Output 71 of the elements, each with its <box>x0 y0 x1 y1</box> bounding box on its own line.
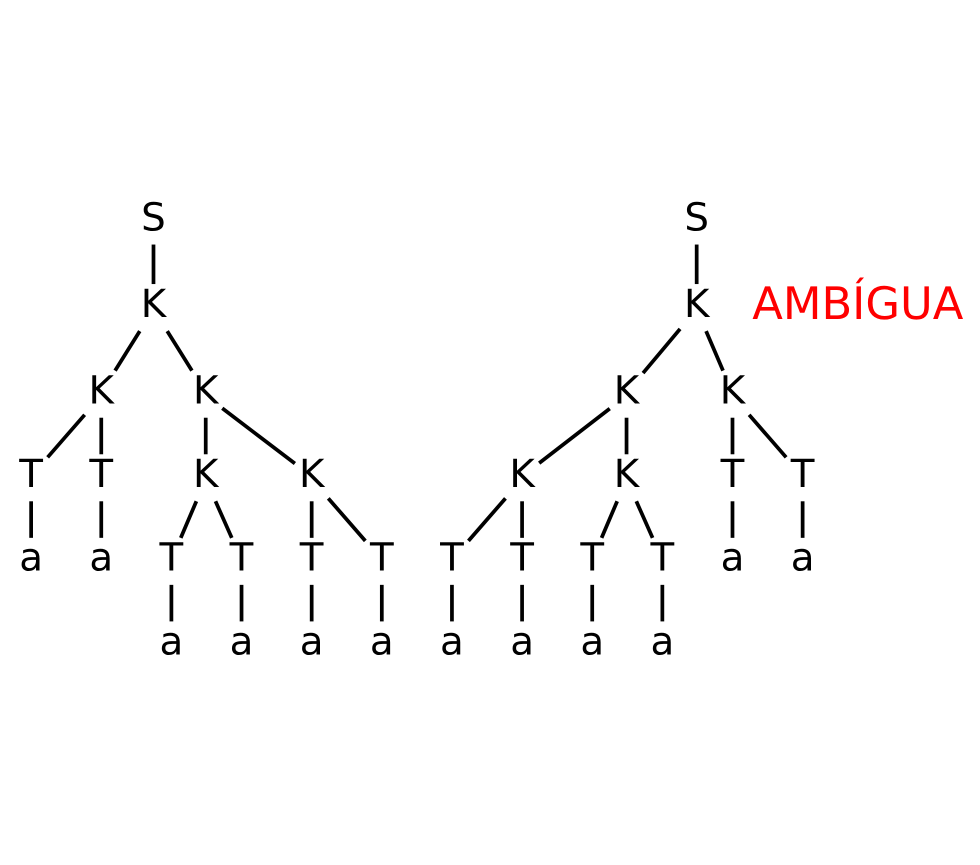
node-text: T <box>580 535 604 580</box>
node-text: K <box>614 452 640 497</box>
node-text: S <box>684 195 709 240</box>
connector <box>179 500 198 538</box>
connector <box>114 330 142 372</box>
node-text: K <box>193 452 218 497</box>
connector <box>240 584 244 621</box>
connector <box>600 500 619 538</box>
node-text: T <box>300 535 324 580</box>
node-text: K <box>720 368 746 414</box>
connector <box>166 330 194 372</box>
node-text: K <box>298 452 324 497</box>
connector <box>450 584 454 621</box>
node-text: a <box>300 618 324 664</box>
node-text: T <box>230 535 254 580</box>
connector <box>99 417 104 454</box>
node-text: T <box>19 452 43 497</box>
connector <box>748 413 788 458</box>
node-text: a <box>580 618 604 664</box>
connector <box>29 500 33 538</box>
connector <box>800 500 804 538</box>
connector <box>214 500 234 538</box>
connector <box>467 496 507 542</box>
connector <box>326 496 367 542</box>
connector <box>642 327 682 374</box>
node-text: a <box>89 535 114 580</box>
connector <box>520 500 524 538</box>
connector <box>730 500 734 538</box>
connector <box>170 584 174 621</box>
node-text: T <box>160 535 184 580</box>
node-text: a <box>440 618 464 664</box>
node-text: T <box>440 535 464 580</box>
connector <box>99 500 104 538</box>
connector <box>660 584 664 621</box>
node-text: a <box>19 535 44 580</box>
connector <box>634 500 654 538</box>
node-text: a <box>790 535 815 580</box>
node-text: a <box>230 618 254 664</box>
node-text: a <box>510 618 534 664</box>
node-text: K <box>193 368 218 414</box>
connector <box>152 244 156 284</box>
node-text: a <box>370 618 394 664</box>
node-text: T <box>790 452 814 497</box>
connector <box>221 406 296 464</box>
node-text: T <box>650 535 674 580</box>
node-text: a <box>160 618 184 664</box>
node-text: K <box>88 368 114 414</box>
connector <box>204 417 208 454</box>
node-text: K <box>509 452 535 497</box>
node-text: K <box>684 282 710 327</box>
node-text: K <box>614 368 640 414</box>
node-text: T <box>89 452 114 497</box>
node-text: S <box>141 195 166 240</box>
node-text: T <box>510 535 534 580</box>
connector <box>46 413 86 458</box>
connector <box>310 500 314 538</box>
node-text: T <box>370 535 394 580</box>
connector <box>520 584 524 621</box>
connector <box>380 584 384 621</box>
connector <box>730 417 734 454</box>
node-text: T <box>720 452 744 497</box>
connector <box>704 330 725 371</box>
label: AMBÍGUA <box>752 276 964 330</box>
connector <box>310 584 314 621</box>
node-text: K <box>140 282 166 327</box>
node-text: a <box>720 535 744 580</box>
connector <box>694 244 699 284</box>
node-text: a <box>650 618 674 664</box>
connector <box>538 406 611 464</box>
connector <box>590 584 594 621</box>
connector <box>624 417 628 454</box>
